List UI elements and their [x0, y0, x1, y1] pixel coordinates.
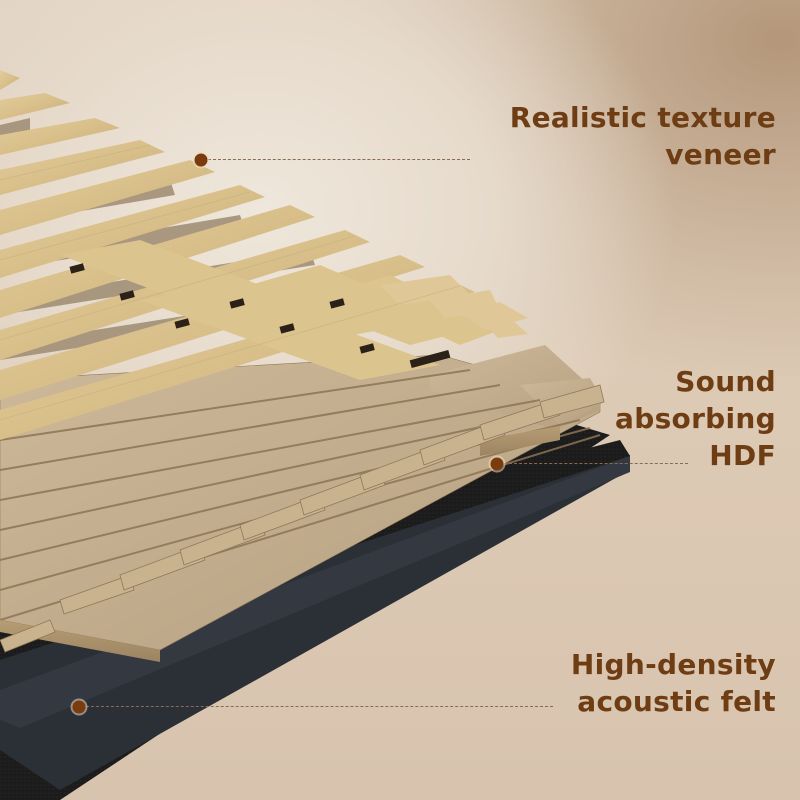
veneer-layer [0, 70, 528, 440]
veneer-label-line-2: veneer [665, 138, 776, 171]
hdf-slats [0, 345, 605, 662]
felt-callout-line [86, 706, 553, 707]
felt-callout-dot [72, 700, 86, 714]
hdf-label-line-2: absorbing [615, 402, 776, 435]
felt-label: High-density acoustic felt [571, 646, 776, 720]
veneer-label-line-1: Realistic texture [509, 101, 776, 134]
felt-label-line-2: acoustic felt [577, 685, 776, 718]
veneer-callout-line [208, 159, 470, 160]
hdf-callout-line [504, 463, 688, 464]
veneer-callout-dot [194, 153, 208, 167]
hdf-callout-dot [490, 457, 504, 471]
felt-label-line-1: High-density [570, 648, 776, 681]
hdf-label-line-1: Sound [675, 365, 776, 398]
veneer-label: Realistic texture veneer [510, 99, 776, 173]
hdf-label: Sound absorbing HDF [615, 363, 776, 474]
hdf-label-line-3: HDF [709, 439, 776, 472]
